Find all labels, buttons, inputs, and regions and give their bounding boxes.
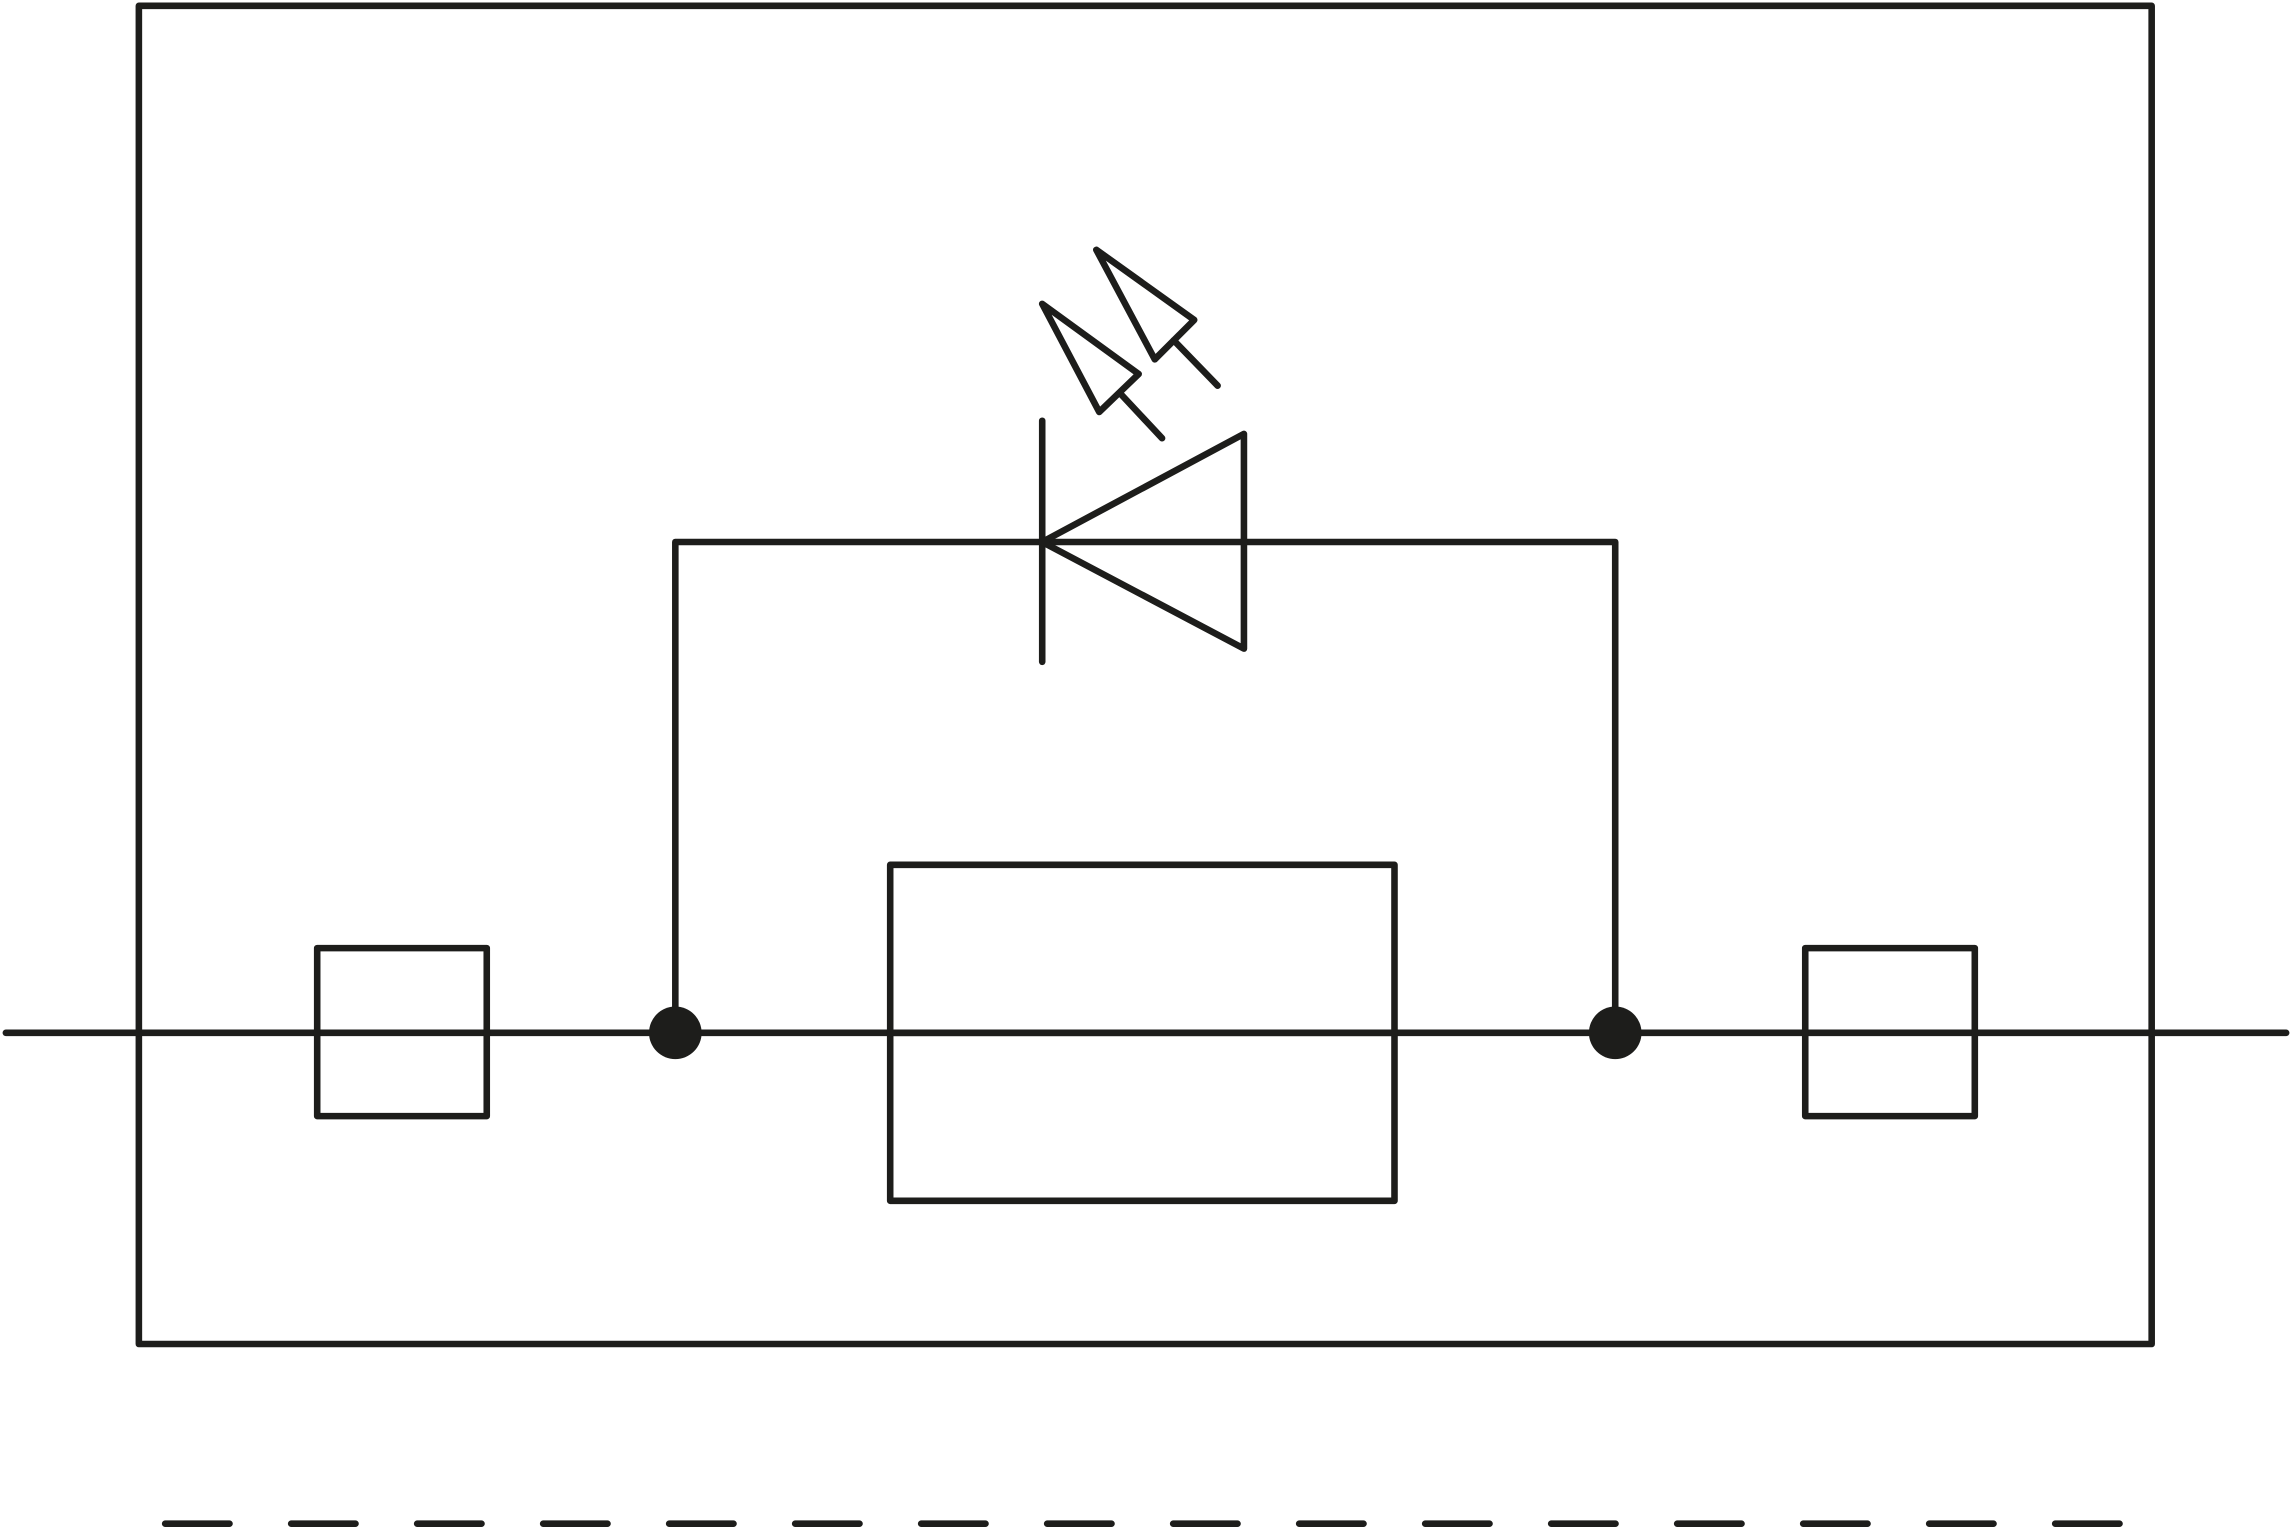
light-arrow-2-shaft (1170, 337, 1221, 389)
right-junction-dot (1588, 1006, 1642, 1060)
left-junction-dot (649, 1006, 702, 1060)
right-terminal-box (1801, 944, 1979, 1120)
light-arrow-1-head (1038, 300, 1142, 416)
light-arrow-1-shaft (1117, 391, 1166, 442)
left-terminal-box (313, 944, 491, 1120)
led-bypass-wire (672, 538, 1619, 1037)
housing-outline (135, 2, 2155, 1348)
light-arrow-2-head (1093, 246, 1198, 363)
led-diode-triangle (1038, 430, 1248, 652)
